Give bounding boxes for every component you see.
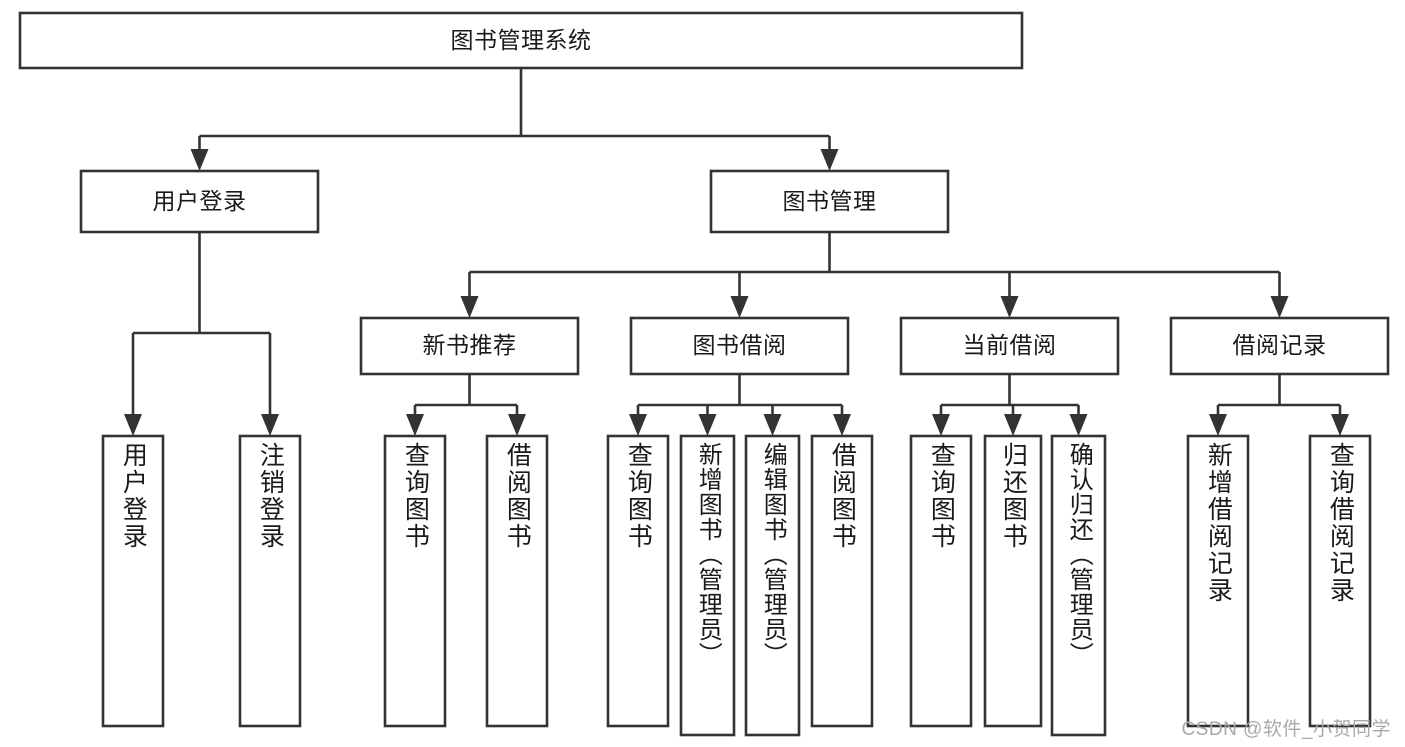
arrow-leaf-return-book (1004, 414, 1022, 436)
node-box-user-login (79, 169, 320, 234)
node-box-leaf-borrow-book-2 (810, 434, 874, 728)
node-box-book-borrow (629, 316, 850, 376)
arrow-leaf-add-record (1209, 414, 1227, 436)
boxes-layer (18, 11, 1390, 737)
watermark-text: CSDN @软件_小贺同学 (1181, 719, 1391, 740)
connectors-layer (124, 68, 1349, 436)
node-box-root (18, 11, 1024, 70)
node-box-leaf-query-record (1308, 434, 1372, 728)
node-box-leaf-return-book (983, 434, 1043, 728)
arrow-leaf-edit-book (763, 414, 782, 436)
arrow-leaf-query-record (1331, 414, 1349, 436)
arrow-leaf-query-book-1 (406, 414, 424, 436)
node-box-current-borrow (899, 316, 1120, 376)
arrow-user-login (190, 149, 209, 171)
node-box-leaf-borrow-book-1 (485, 434, 549, 728)
node-box-borrow-record (1169, 316, 1390, 376)
arrow-leaf-borrow-book-2 (833, 414, 851, 436)
arrow-leaf-logout (261, 414, 279, 436)
arrow-new-book-rec (460, 296, 479, 318)
node-box-leaf-query-book-2 (606, 434, 670, 728)
arrow-leaf-confirm-return (1069, 414, 1088, 436)
arrow-leaf-query-book-2 (629, 414, 647, 436)
node-box-leaf-logout (238, 434, 302, 728)
arrow-book-borrow (730, 296, 749, 318)
node-box-book-manage (709, 169, 950, 234)
arrow-leaf-query-book-3 (932, 414, 950, 436)
arrow-book-manage (820, 149, 839, 171)
node-box-new-book-rec (359, 316, 580, 376)
node-box-leaf-add-book (679, 434, 736, 737)
arrow-leaf-borrow-book-1 (508, 414, 526, 436)
arrow-leaf-add-book (698, 414, 717, 436)
arrow-leaf-user-login (124, 414, 142, 436)
node-box-leaf-add-record (1186, 434, 1250, 728)
node-box-leaf-edit-book (744, 434, 801, 737)
node-box-leaf-user-login (101, 434, 165, 728)
node-box-leaf-confirm-return (1050, 434, 1107, 737)
arrow-current-borrow (1000, 296, 1019, 318)
arrow-borrow-record (1270, 296, 1289, 318)
node-box-leaf-query-book-3 (909, 434, 973, 728)
node-box-leaf-query-book-1 (383, 434, 447, 728)
